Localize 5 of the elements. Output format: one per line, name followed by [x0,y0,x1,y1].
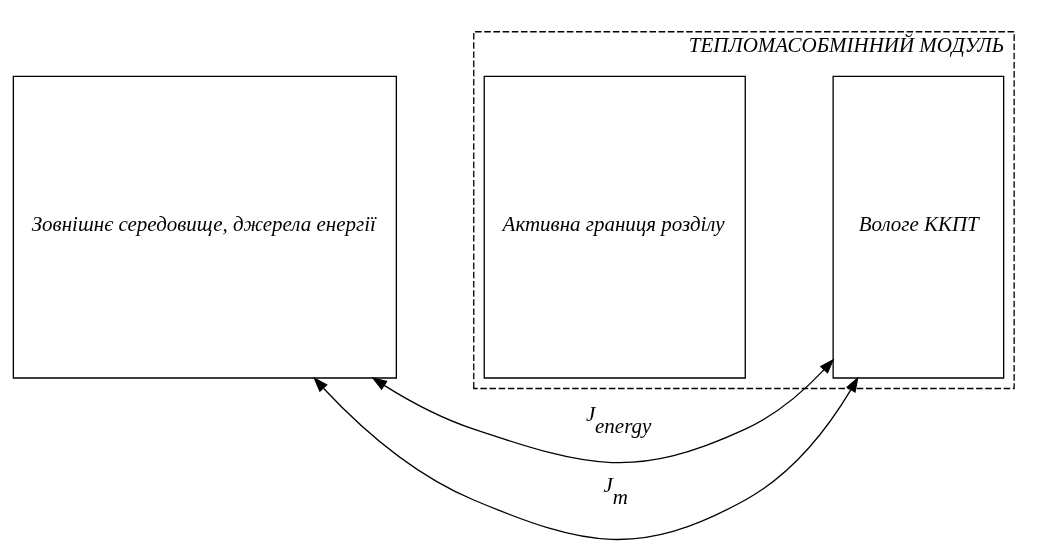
node-box: Вологе ККПТ [832,75,1005,379]
arrow [371,357,835,463]
node-box: Активна границя розділу [483,75,746,379]
arrow [313,376,859,540]
node-box: Зовнішнє середовище, джерела енергії [12,75,397,379]
